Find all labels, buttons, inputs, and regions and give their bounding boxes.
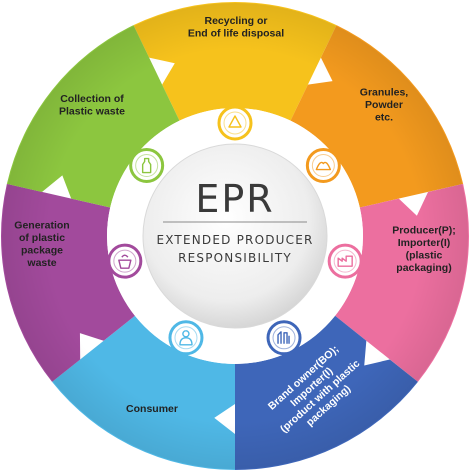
recycle-icon <box>228 115 242 128</box>
badge-generation <box>107 243 143 279</box>
products-icon-shape <box>277 331 290 344</box>
label-producer-line-1: Producer(P); <box>392 224 456 236</box>
label-producer-line-3: (plastic <box>406 249 443 261</box>
granules-icon-shape <box>315 161 332 171</box>
badge-granules <box>305 148 341 184</box>
badge-brand-owner <box>266 320 302 356</box>
label-producer-line-2: Importer(I) <box>398 237 451 249</box>
center-disc: EPR EXTENDED PRODUCER RESPONSIBILITY <box>142 143 328 329</box>
label-granules-line-2: Powder <box>365 99 403 111</box>
recycle-icon-shape <box>228 115 242 128</box>
center-subtitle-line-2: RESPONSIBILITY <box>178 251 292 265</box>
badge-consumer <box>168 320 204 356</box>
bottle-icon <box>141 157 152 174</box>
badge-recycling <box>217 105 253 141</box>
label-producer-line-4: packaging) <box>396 262 451 274</box>
label-recycling-line-2: End of life disposal <box>188 27 284 39</box>
label-collection-line-1: Collection of <box>60 93 124 105</box>
label-consumer: Consumer <box>126 403 178 415</box>
badge-producer <box>327 243 363 279</box>
label-granules-line-3: etc. <box>375 112 393 124</box>
center-title: EPR <box>195 177 274 221</box>
label-generation-line-4: waste <box>26 257 56 269</box>
label-generation-line-1: Generation <box>14 219 69 231</box>
factory-icon-shape <box>337 255 353 267</box>
consumer-icon <box>179 330 193 346</box>
label-consumer-line-1: Consumer <box>126 403 178 415</box>
consumer-icon-shape <box>179 330 193 346</box>
label-generation-line-3: package <box>21 244 63 256</box>
label-collection-line-2: Plastic waste <box>59 105 125 117</box>
label-granules-line-1: Granules, <box>360 87 409 99</box>
bottle-icon-shape <box>141 157 152 174</box>
waste-bin-icon <box>118 254 132 269</box>
label-recycling-line-1: Recycling or <box>204 15 267 27</box>
products-icon <box>277 331 290 344</box>
label-generation-line-2: of plastic <box>19 232 65 244</box>
factory-icon <box>337 255 353 267</box>
granules-icon <box>315 161 332 171</box>
waste-bin-icon-shape <box>118 254 132 269</box>
badge-collection <box>129 148 165 184</box>
badges-layer <box>107 105 363 356</box>
center-subtitle-line-1: EXTENDED PRODUCER <box>156 233 313 247</box>
